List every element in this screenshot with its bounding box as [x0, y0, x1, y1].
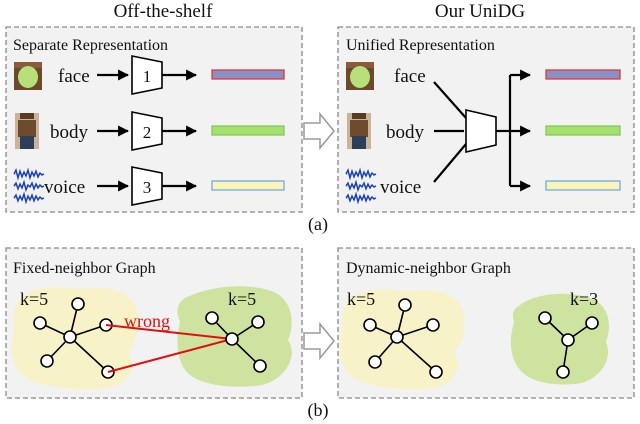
- encoder-1: 1: [131, 55, 163, 95]
- k-label-fixed-right: k=5: [228, 289, 256, 309]
- wrong-edge-bottom: [107, 338, 233, 373]
- modality-label-body-unified: body: [386, 122, 425, 143]
- body-feature-bar-unified: [545, 125, 621, 136]
- shared-encoder: [465, 108, 497, 154]
- modality-label-voice-unified: voice: [380, 177, 421, 198]
- modality-label-face-unified: face: [394, 66, 426, 87]
- face-photo-icon: [14, 62, 42, 90]
- encoder-2: 2: [131, 111, 163, 151]
- body-photo-icon: [15, 113, 39, 149]
- voice-waveform-icon: [13, 167, 45, 205]
- face-photo-icon: [346, 62, 374, 90]
- face-to-encoder-line: [433, 81, 467, 119]
- face-feature-bar-unified: [545, 69, 621, 80]
- caption-a: (a): [308, 214, 328, 235]
- k-label-dynamic-right: k=3: [570, 289, 598, 309]
- svg-text:3: 3: [143, 178, 152, 197]
- encoder-3: 3: [131, 166, 163, 206]
- modality-label-body: body: [50, 122, 89, 143]
- unified-panel-title: Unified Representation: [346, 37, 495, 54]
- wrong-label: wrong: [124, 311, 170, 331]
- svg-text:1: 1: [143, 67, 152, 86]
- fixed-left-star-graph: [33, 297, 115, 379]
- fixed-graph-panel-title: Fixed-neighbor Graph: [13, 260, 156, 277]
- dynamic-right-star-graph: [538, 311, 599, 379]
- svg-text:2: 2: [143, 123, 152, 142]
- dynamic-left-star-graph: [363, 298, 443, 379]
- body-feature-bar-separate: [211, 125, 285, 136]
- voice-feature-bar-separate: [211, 180, 285, 191]
- hollow-arrow-icon: [303, 111, 335, 151]
- face-feature-bar-separate: [211, 69, 285, 80]
- voice-feature-bar-unified: [545, 180, 621, 191]
- voice-waveform-icon: [345, 167, 377, 205]
- hollow-arrow-icon: [303, 321, 335, 361]
- shared-encoder-output-branch: [496, 69, 532, 192]
- separate-panel-title: Separate Representation: [13, 37, 168, 54]
- voice-to-encoder-line: [433, 143, 467, 183]
- header-right: Our UniDG: [435, 1, 526, 22]
- k-label-dynamic-left: k=5: [347, 289, 375, 309]
- caption-b: (b): [308, 400, 329, 421]
- modality-label-face: face: [58, 66, 90, 87]
- fixed-right-star-graph: [205, 311, 267, 373]
- dynamic-graph-panel-title: Dynamic-neighbor Graph: [346, 260, 511, 277]
- green-cluster-blob: [510, 293, 609, 385]
- header-left: Off-the-shelf: [114, 1, 214, 22]
- modality-label-voice: voice: [44, 177, 85, 198]
- k-label-fixed-left: k=5: [20, 289, 48, 309]
- body-photo-icon: [347, 113, 371, 149]
- wrong-edge-top: [105, 324, 233, 340]
